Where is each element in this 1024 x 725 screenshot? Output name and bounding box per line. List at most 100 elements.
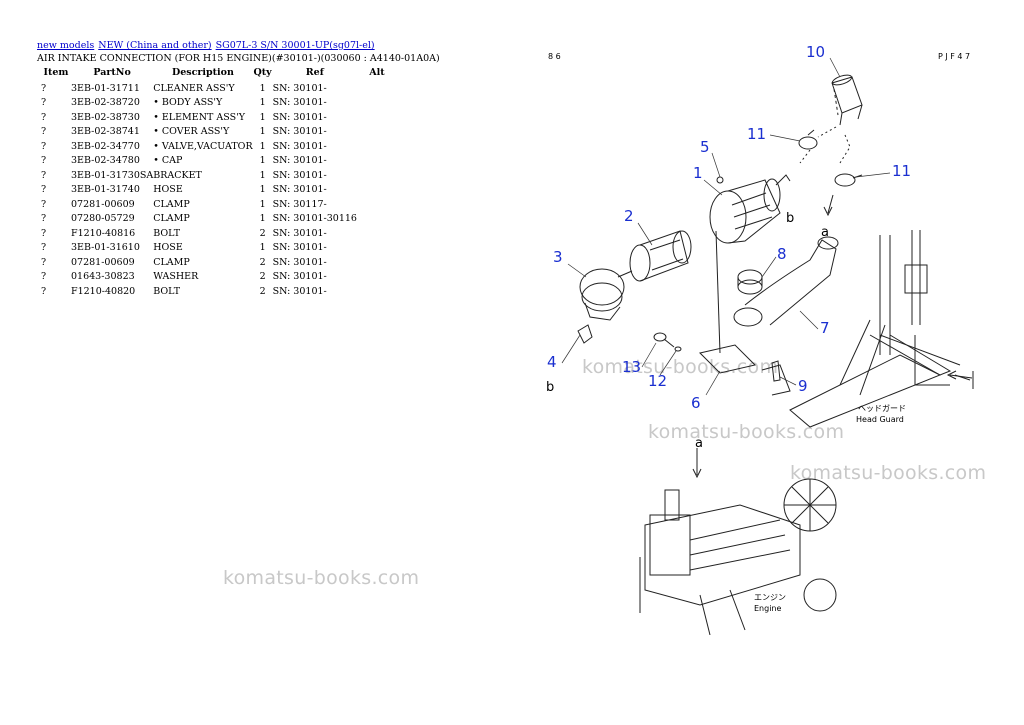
exploded-parts-diagram: 8 6 P J F 4 7 [546,43,974,635]
cell-alt [357,96,397,111]
cell-description: HOSE [153,242,183,254]
cleaner-assy-1-drawing [709,174,791,244]
head-guard-label-en: Head Guard [856,415,904,424]
cell-alt [357,183,397,198]
breadcrumb-link-new-models[interactable]: new models [37,40,95,51]
cell-ref: SN: 30101- [272,271,327,283]
cell-partno: 3EB-01-31711 [71,82,140,94]
parts-table: Item PartNo Description Qty Ref Alt ?3EB… [37,66,397,299]
cell-ref: SN: 30101- [272,126,327,138]
cell-alt [357,154,397,169]
cell-description: HOSE [153,184,183,196]
cell-ref: SN: 30101- [272,97,327,109]
cell-item: ? [41,111,47,123]
watermark-text: komatsu-books.com [648,421,845,443]
column-header-item: Item [43,66,69,78]
arrow-b-upper [823,194,834,217]
cell-partno: 07281-00609 [71,256,135,268]
cell-item: ? [41,184,47,196]
cell-partno: 3EB-02-38720 [71,97,140,109]
cell-partno: 3EB-02-38730 [71,111,140,123]
cell-description: CLAMP [153,213,190,225]
column-header-alt: Alt [369,66,385,78]
callout-5: 5 [700,138,710,156]
clamp-11-right-drawing [834,173,863,187]
cell-description: CLEANER ASS'Y [153,82,235,94]
cell-ref: SN: 30117- [272,198,327,210]
cell-qty: 2 [259,256,266,268]
watermark-text: komatsu-books.com [582,356,779,378]
cell-partno: 01643-30823 [71,271,135,283]
engine-drawing [639,478,837,635]
cell-description: • COVER ASS'Y [153,126,230,138]
element-assy-2-drawing [629,230,692,282]
cell-item: ? [41,256,47,268]
diagram-header-right: P J F 4 7 [938,52,970,61]
callout-9: 9 [798,377,808,395]
cell-qty: 1 [259,155,266,167]
engine-label-jp: エンジン [754,593,786,602]
breadcrumb-link-region[interactable]: NEW (China and other) [98,40,212,51]
cell-ref: SN: 30101- [272,184,327,196]
arrow-a-engine [692,448,702,479]
cell-qty: 1 [259,97,266,109]
cell-qty: 1 [259,140,266,152]
cell-alt [357,168,397,183]
breadcrumb-link-model[interactable]: SG07L-3 S/N 30001-UP(sg07l-el) [215,40,375,51]
cell-partno: 07281-00609 [71,198,135,210]
cell-ref: SN: 30101- [272,227,327,239]
column-header-ref: Ref [305,66,324,78]
cell-description: • CAP [153,155,183,167]
cell-item: ? [41,140,47,152]
callout-3: 3 [553,248,563,266]
cell-alt [357,212,397,227]
cell-qty: 1 [259,111,266,123]
watermark-text: komatsu-books.com [223,567,420,589]
cell-item: ? [41,285,47,297]
cap-4-drawing [577,324,593,344]
watermark-text: komatsu-books.com [790,462,987,484]
head-guard-label-jp: ヘッドガード [858,403,906,413]
cell-qty: 2 [259,227,266,239]
callout-6: 6 [691,394,701,412]
cell-alt [357,110,397,125]
cell-item: ? [41,271,47,283]
cell-description: • VALVE,VACUATOR [153,140,253,152]
cell-alt [357,125,397,140]
cell-partno: 3EB-02-34780 [71,155,140,167]
cell-item: ? [41,126,47,138]
callout-11-upper: 11 [747,125,766,143]
connection-guide-lines [799,126,851,164]
cell-alt [357,226,397,241]
cell-qty: 1 [259,198,266,210]
ref-letter-a-lower: a [695,436,703,451]
ref-letter-a-upper: a [821,225,829,240]
cell-description: • ELEMENT ASS'Y [153,111,245,123]
clamp-11-upper-drawing [798,129,818,150]
cell-alt [357,255,397,270]
cell-partno: 3EB-01-31610 [71,242,140,254]
cell-alt [357,81,397,96]
cell-qty: 1 [259,184,266,196]
cell-ref: SN: 30101- [272,242,327,254]
cell-item: ? [41,242,47,254]
callout-7: 7 [820,319,830,337]
column-header-qty: Qty [253,66,272,78]
cell-qty: 1 [259,82,266,94]
cell-description: WASHER [153,271,199,283]
cell-item: ? [41,213,47,225]
cell-description: BOLT [153,227,181,239]
cell-ref: SN: 30101- [272,82,327,94]
callout-12: 12 [648,372,667,390]
